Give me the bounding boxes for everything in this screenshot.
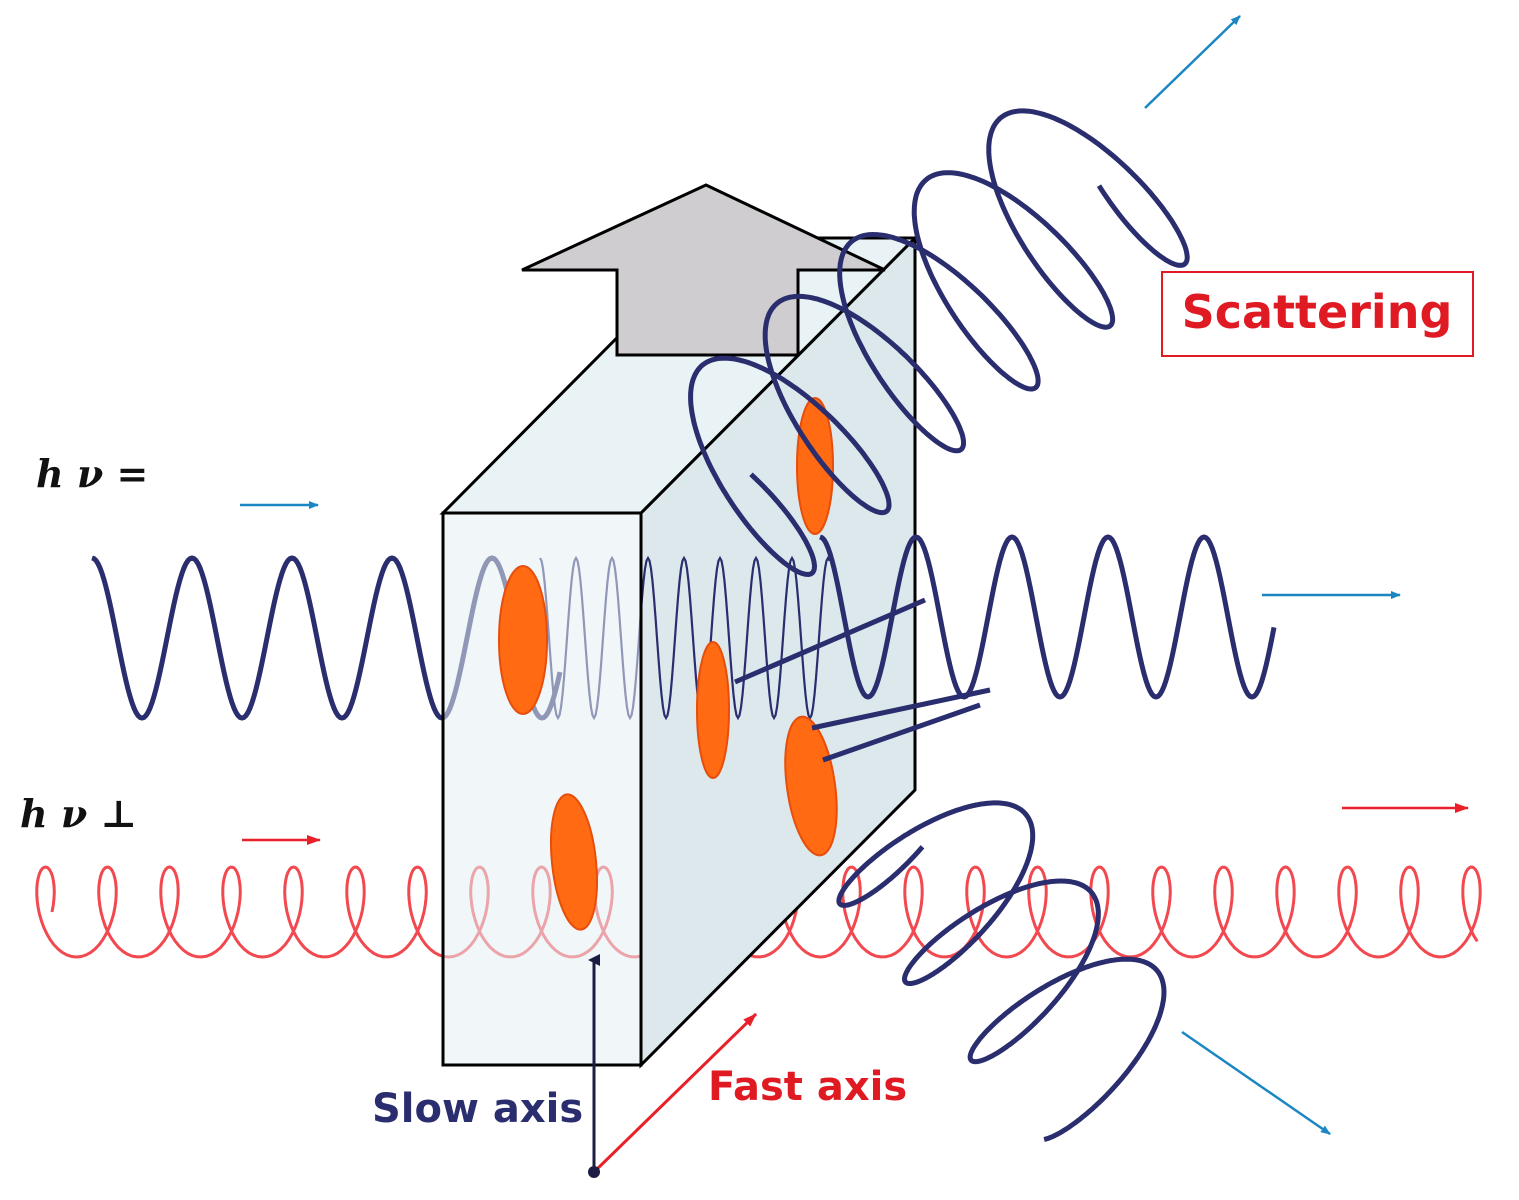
scatter-ray <box>822 702 981 763</box>
scattered-wave-lower <box>836 800 1167 1142</box>
particle-ellipse <box>498 565 548 715</box>
particle-ellipse <box>796 397 834 535</box>
perpendicular-red-wave <box>35 865 1482 959</box>
scattering-box <box>1161 271 1474 357</box>
block-arrow-up-icon <box>521 183 886 357</box>
block-front-face <box>441 511 643 1067</box>
scattered-wave-upper <box>688 108 1190 577</box>
fast-axis-label: Fast axis <box>708 1064 907 1110</box>
particle-ellipse <box>549 793 599 931</box>
arrow-icon <box>1181 1030 1331 1136</box>
fast-axis-arrow <box>592 1012 758 1174</box>
particle-ellipse <box>784 715 838 857</box>
h-nu-perp-label: h ν ⊥ <box>20 791 137 836</box>
slow-axis-label: Slow axis <box>372 1086 583 1132</box>
axis-origin-dot <box>588 1166 600 1178</box>
h-nu-parallel-label: h ν = <box>36 451 148 496</box>
arrow-icon <box>1144 15 1241 109</box>
particle-ellipse <box>696 641 730 779</box>
scattering-label: Scattering <box>1182 285 1453 339</box>
parallel-wave-outgoing <box>819 534 1277 700</box>
